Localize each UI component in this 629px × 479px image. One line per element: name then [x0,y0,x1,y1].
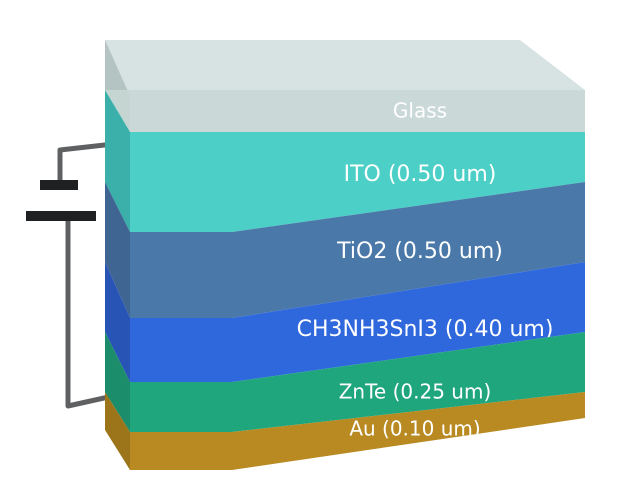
znte-side-face [105,332,130,432]
battery-plate-positive [40,180,78,190]
perovskite-front-face [130,262,585,382]
glass-front-face [105,90,585,132]
au-layer-label: Au (0.10 um) [349,417,480,441]
perovskite-layer-label: CH3NH3SnI3 (0.40 um) [297,317,554,342]
tio2-front-face [130,182,585,318]
au-front-face [130,392,585,470]
perovskite-side-face [105,262,130,382]
glass-layer-label: Glass [393,99,447,123]
device-stack: Glass ITO (0.50 um) TiO2 (0.50 um) CH3NH… [105,40,585,470]
znte-layer-label: ZnTe (0.25 um) [339,380,492,404]
tio2-side-face [105,182,130,318]
znte-front-face [130,332,585,432]
tio2-layer-label: TiO2 (0.50 um) [336,239,503,264]
au-side-face [105,392,130,470]
ito-layer-label: ITO (0.50 um) [344,162,497,187]
glass-top-face [105,40,585,90]
ito-side-face [105,90,130,232]
ito-front-face [130,132,585,232]
battery-plate-negative [26,211,96,221]
